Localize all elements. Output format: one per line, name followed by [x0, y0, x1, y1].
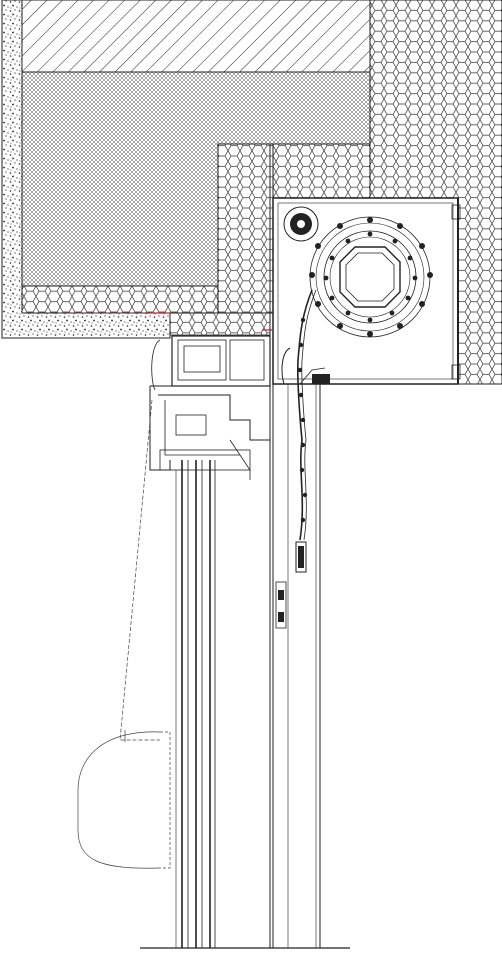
strap-pulley	[283, 206, 319, 242]
honeycomb-strip-bottom	[21, 285, 219, 314]
box-bottom-bracket	[281, 347, 330, 385]
window-frame-head	[149, 335, 271, 480]
sash-handle-outline	[77, 399, 171, 869]
slat-rivets	[309, 217, 433, 337]
guide-rail	[269, 144, 321, 948]
shutter-curtain	[295, 289, 317, 573]
masonry-lintel	[21, 0, 371, 73]
curtain-links	[297, 317, 308, 523]
shutter-roller	[309, 216, 433, 338]
glazing-unit	[175, 460, 216, 948]
